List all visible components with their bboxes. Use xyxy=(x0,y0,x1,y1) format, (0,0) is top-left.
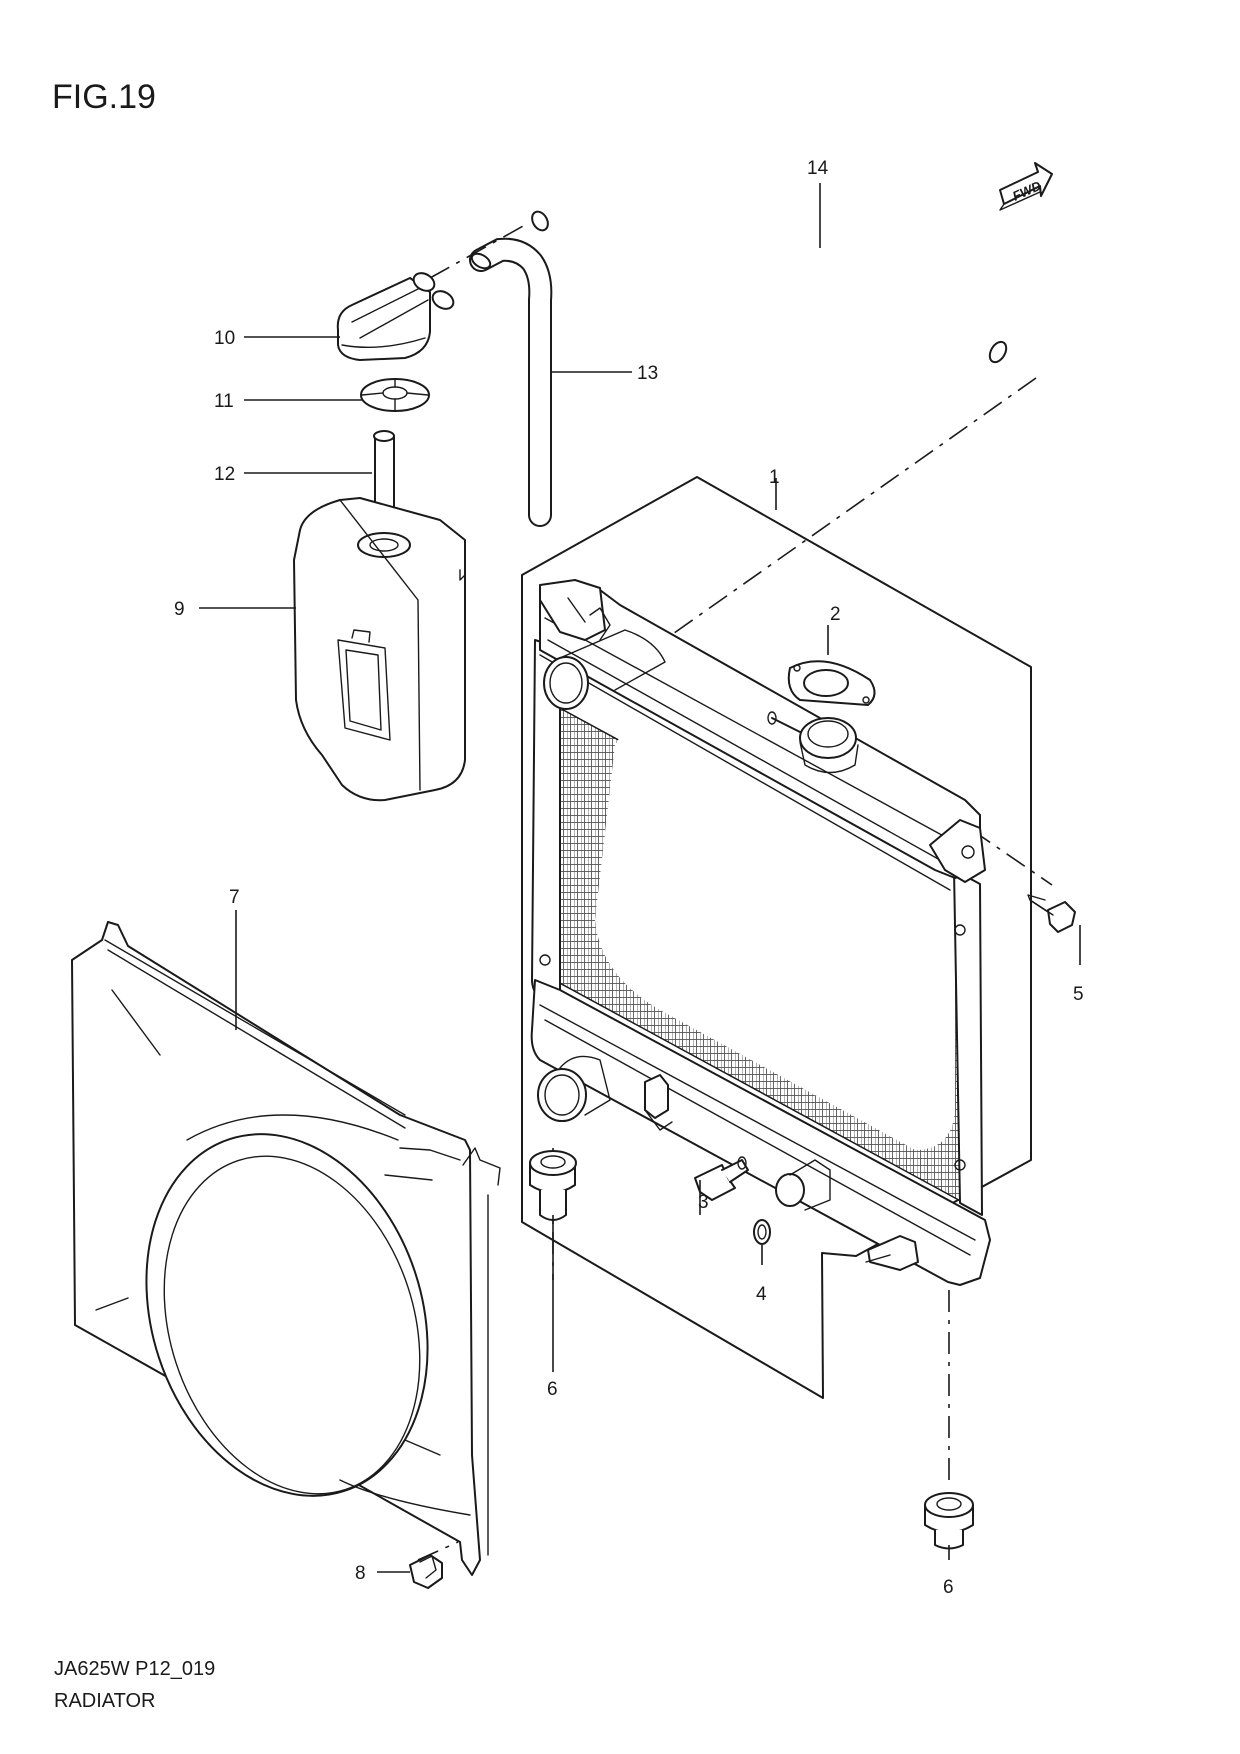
reservoir-elbow-cap xyxy=(336,272,455,361)
callout-2: 2 xyxy=(830,604,841,625)
callout-13: 13 xyxy=(637,363,658,384)
callout-6-upper: 6 xyxy=(547,1379,558,1400)
callout-14: 14 xyxy=(807,158,829,179)
callout-12: 12 xyxy=(214,464,235,485)
hose-13 xyxy=(469,237,553,527)
hose-14 xyxy=(528,149,1010,364)
radiator-mount-grommet xyxy=(924,1492,974,1550)
callout-4: 4 xyxy=(756,1284,767,1305)
reservoir-tank xyxy=(293,497,466,802)
connector-line xyxy=(649,377,1037,651)
radiator-mount-bolt xyxy=(1027,894,1076,933)
callout-3: 3 xyxy=(698,1192,709,1213)
drawing-name: RADIATOR xyxy=(54,1690,156,1712)
sensor-washer xyxy=(753,1219,771,1245)
callout-10: 10 xyxy=(214,328,235,349)
callout-11: 11 xyxy=(214,391,234,412)
callout-5: 5 xyxy=(1073,984,1084,1005)
figure-title: FIG.19 xyxy=(52,78,156,116)
radiator-cap xyxy=(787,660,876,706)
radiator-assembly-outline xyxy=(521,476,1032,1399)
callout-6-lower: 6 xyxy=(943,1577,954,1598)
reservoir-cap-seal xyxy=(360,378,430,412)
fwd-badge-text: FWD xyxy=(1010,178,1044,204)
fwd-arrow-icon: FWD xyxy=(999,162,1053,211)
callout-8: 8 xyxy=(355,1563,366,1584)
connector-line xyxy=(971,829,1053,886)
coolant-sensor xyxy=(694,1156,749,1201)
callout-9: 9 xyxy=(174,599,185,620)
connector-line xyxy=(429,224,526,279)
fan-shroud xyxy=(71,921,501,1576)
callout-7: 7 xyxy=(229,887,240,908)
callout-1: 1 xyxy=(769,467,780,488)
drawing-code: JA625W P12_019 xyxy=(54,1658,216,1680)
radiator-mount-grommet xyxy=(529,1150,577,1221)
shroud-bolt xyxy=(409,1554,443,1589)
radiator-core xyxy=(530,579,991,1286)
